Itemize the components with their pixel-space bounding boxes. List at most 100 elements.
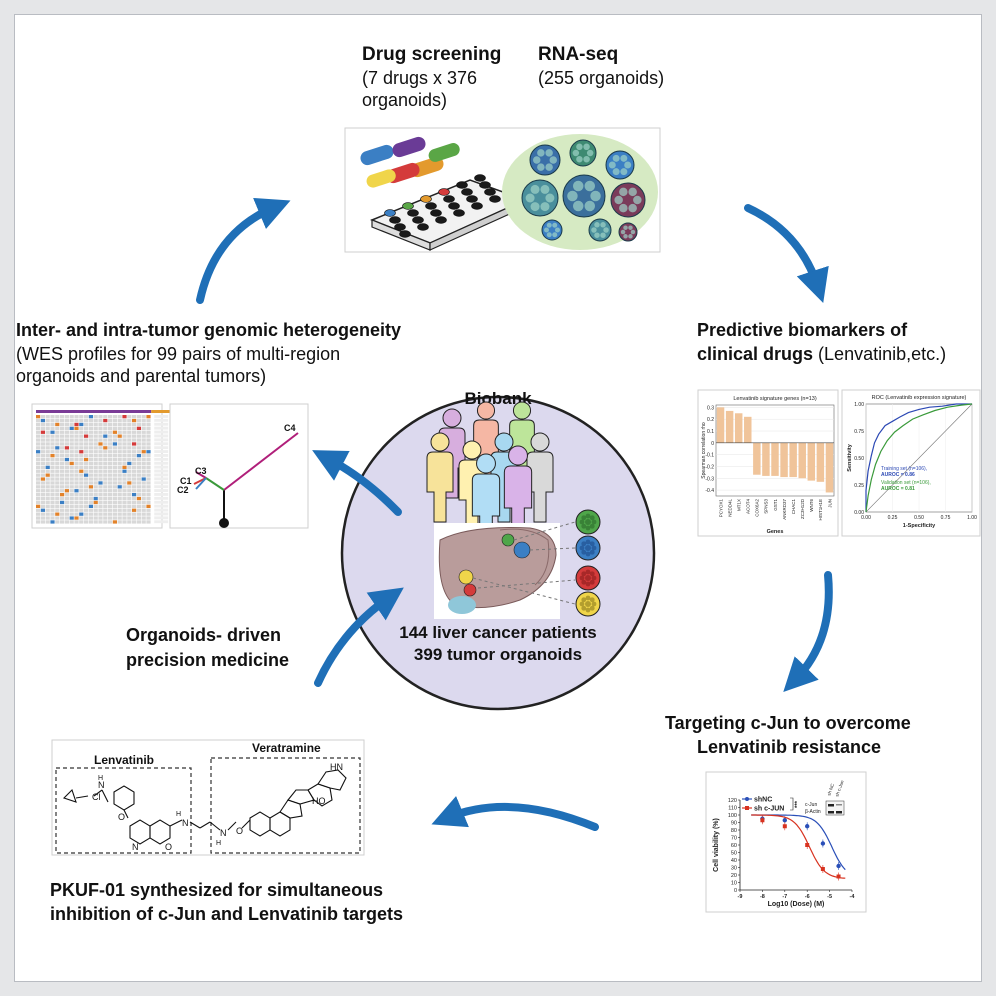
organoid-cell bbox=[583, 143, 590, 151]
heatmap-cell bbox=[45, 508, 50, 512]
heatmap-label bbox=[154, 477, 169, 481]
heatmap-cell bbox=[136, 493, 141, 497]
heatmap-cell bbox=[84, 504, 89, 508]
heatmap-label bbox=[154, 457, 169, 461]
heatmap-cell bbox=[69, 493, 74, 497]
heatmap-cell bbox=[88, 469, 93, 473]
heatmap-cell bbox=[98, 516, 103, 520]
heatmap-cell bbox=[84, 454, 89, 458]
heatmap-cell bbox=[98, 489, 103, 493]
heatmap-cell bbox=[45, 418, 50, 423]
organoid-cell bbox=[537, 163, 545, 171]
heatmap-cell bbox=[146, 446, 151, 450]
heatmap-cell bbox=[112, 430, 117, 434]
heatmap-cell bbox=[112, 446, 117, 450]
dose-ytick-label: 120 bbox=[728, 798, 737, 804]
heatmap-cell bbox=[98, 469, 103, 473]
heatmap-cell bbox=[40, 485, 45, 489]
heatmap-cell bbox=[98, 450, 103, 454]
heatmap-cell bbox=[108, 450, 113, 454]
heatmap-cell bbox=[50, 438, 55, 442]
heatmap-cell bbox=[98, 442, 103, 446]
heatmap-cell bbox=[112, 520, 117, 524]
heatmap-cell bbox=[136, 485, 141, 489]
heatmap-cell bbox=[50, 465, 55, 469]
heatmap-cell bbox=[60, 473, 65, 477]
heatmap-cell bbox=[40, 469, 45, 473]
heatmap-cell bbox=[79, 461, 84, 466]
plate-well bbox=[399, 230, 411, 238]
bar-cox6a2 bbox=[753, 442, 761, 475]
heatmap-cell bbox=[146, 442, 151, 446]
organoid-cell bbox=[585, 575, 591, 581]
heatmap-cell bbox=[69, 434, 74, 438]
plate-well bbox=[448, 202, 460, 210]
heatmap-cell bbox=[146, 454, 151, 458]
organoid-cell bbox=[585, 569, 591, 575]
bar-mt1x bbox=[734, 413, 743, 443]
blot-band bbox=[828, 811, 834, 814]
heatmap-cell bbox=[69, 496, 74, 501]
heatmap-cell bbox=[146, 422, 151, 427]
heatmap-cell bbox=[122, 457, 127, 462]
organoid-cell bbox=[591, 545, 597, 551]
heatmap-cell bbox=[98, 426, 103, 430]
person-head bbox=[462, 440, 482, 460]
plate-well bbox=[461, 188, 473, 196]
organoid-cell bbox=[540, 184, 550, 194]
heatmap-cell bbox=[141, 516, 146, 520]
heatmap-cell bbox=[117, 489, 122, 493]
organoid-cell bbox=[589, 549, 595, 555]
dose-x-axis-label: Log10 (Dose) (M) bbox=[768, 901, 825, 908]
dose-xtick-label: -6 bbox=[805, 894, 810, 900]
heatmap-cell bbox=[112, 481, 117, 485]
heatmap-cell bbox=[50, 461, 55, 466]
heatmap-cell bbox=[136, 512, 141, 516]
heatmap-cell bbox=[84, 418, 89, 423]
heatmap-cell bbox=[55, 512, 60, 516]
bar-xtick-label: NEDD4L bbox=[727, 499, 732, 517]
roc-legend-auroc: AUROC = 0.86 bbox=[881, 472, 915, 478]
roc-curve-training bbox=[865, 403, 972, 512]
heatmap-cell bbox=[45, 469, 50, 473]
organoid-cell bbox=[612, 154, 620, 162]
heatmap-cell bbox=[55, 430, 60, 434]
heatmap-cell bbox=[93, 489, 98, 493]
heatmap-cell bbox=[45, 426, 50, 430]
biobank-line-2: 399 tumor organoids bbox=[414, 645, 582, 664]
organoid-cell bbox=[579, 575, 585, 581]
heatmap-label bbox=[154, 512, 169, 516]
mutation-heatmap bbox=[36, 410, 172, 524]
dose-legend-label: sh c-JUN bbox=[754, 806, 784, 813]
heatmap-cell bbox=[60, 485, 65, 489]
dose-point-shcjun bbox=[805, 843, 810, 847]
heatmap-cell bbox=[112, 473, 117, 477]
bar-wnt6 bbox=[807, 442, 816, 481]
heatmap-cell bbox=[103, 477, 108, 481]
heatmap-cell bbox=[117, 430, 122, 434]
atom-o-3: O bbox=[236, 826, 243, 836]
heatmap-cell bbox=[108, 457, 113, 462]
heatmap-cell bbox=[40, 461, 45, 466]
heatmap-cell bbox=[60, 418, 65, 423]
bar-ytick-label: 0.2 bbox=[707, 417, 714, 423]
heatmap-cell bbox=[108, 430, 113, 434]
person-head bbox=[476, 453, 496, 474]
heatmap-cell bbox=[50, 426, 55, 430]
roc-ytick-label: 1.00 bbox=[854, 402, 864, 408]
heatmap-cell bbox=[60, 465, 65, 469]
heatmap-cell bbox=[88, 500, 93, 505]
heatmap-cell bbox=[141, 481, 146, 485]
heatmap-cell bbox=[88, 477, 93, 481]
heatmap-cell bbox=[136, 520, 141, 524]
heatmap-cell bbox=[132, 434, 137, 438]
heatmap-cell bbox=[40, 520, 45, 524]
heatmap-cell bbox=[141, 422, 146, 427]
heatmap-cell bbox=[45, 438, 50, 442]
heterogeneity-title: Inter- and intra-tumor genomic heterogen… bbox=[16, 320, 402, 340]
arrow-to-cjun bbox=[783, 571, 833, 693]
heatmap-cell bbox=[108, 508, 113, 512]
heatmap-cell bbox=[69, 512, 74, 516]
veratramine-label: Veratramine bbox=[252, 741, 321, 755]
heatmap-cell bbox=[40, 418, 45, 423]
